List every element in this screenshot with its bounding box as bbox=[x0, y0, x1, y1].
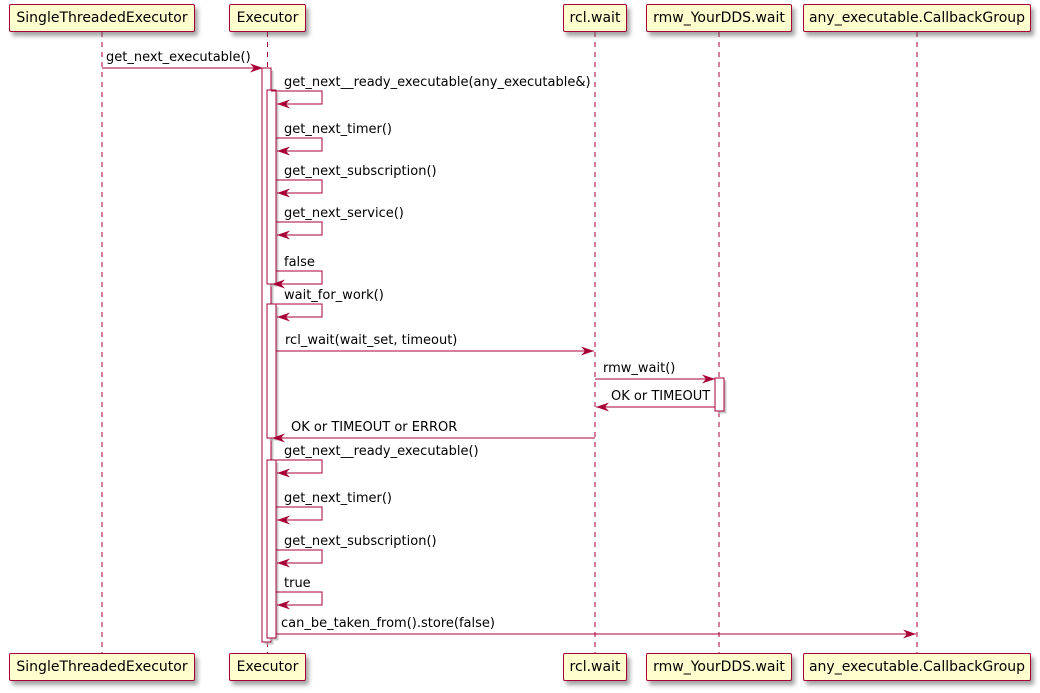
arrowhead-10 bbox=[272, 433, 285, 443]
message-label-11: get_next__ready_executable() bbox=[284, 444, 479, 459]
message-label-3: get_next_subscription() bbox=[284, 164, 437, 179]
self-message-line-1 bbox=[271, 90, 323, 105]
message-label-5: false bbox=[284, 255, 315, 270]
self-message-line-5 bbox=[272, 270, 323, 285]
arrowhead-0 bbox=[250, 63, 263, 73]
arrowhead-5 bbox=[272, 279, 285, 289]
activation-bar-executor-1 bbox=[266, 89, 277, 285]
participant-label: rmw_YourDDS.wait bbox=[653, 659, 785, 675]
activation-bar-executor-3 bbox=[266, 459, 277, 639]
message-label-2: get_next_timer() bbox=[284, 122, 393, 137]
arrowhead-13 bbox=[277, 558, 290, 568]
participant-label: rcl.wait bbox=[569, 10, 621, 26]
participant-label: Executor bbox=[236, 10, 299, 26]
participant-label: SingleThreadedExecutor bbox=[16, 659, 188, 675]
participant-executor-top: Executor bbox=[229, 4, 306, 32]
message-label-0: get_next_executable() bbox=[106, 50, 251, 65]
participant-any-executable-callbackgroup-top: any_executable.CallbackGroup bbox=[803, 4, 1031, 32]
message-label-15: can_be_taken_from().store(false) bbox=[281, 616, 495, 631]
message-label-10: OK or TIMEOUT or ERROR bbox=[291, 420, 458, 435]
participant-label: rmw_YourDDS.wait bbox=[653, 10, 785, 26]
participant-single-threaded-executor-bottom: SingleThreadedExecutor bbox=[9, 653, 195, 681]
self-message-line-2 bbox=[276, 137, 323, 152]
arrowhead-2 bbox=[277, 146, 290, 156]
message-label-1: get_next__ready_executable(any_executabl… bbox=[284, 75, 591, 90]
message-label-9: OK or TIMEOUT bbox=[611, 389, 711, 404]
message-label-6: wait_for_work() bbox=[284, 288, 384, 303]
arrowhead-12 bbox=[277, 515, 290, 525]
participant-label: any_executable.CallbackGroup bbox=[808, 10, 1026, 26]
message-label-14: true bbox=[284, 576, 311, 591]
arrowhead-3 bbox=[277, 188, 290, 198]
activation-bar-rmw-yourdds-wait-4 bbox=[714, 377, 725, 412]
participant-rmw-yourdds-wait-bottom: rmw_YourDDS.wait bbox=[646, 653, 792, 681]
self-message-line-4 bbox=[276, 221, 323, 236]
self-message-line-12 bbox=[276, 506, 323, 521]
self-message-line-6 bbox=[271, 303, 323, 318]
activation-bar-executor-2 bbox=[266, 303, 277, 439]
self-message-line-3 bbox=[276, 179, 323, 194]
participant-rcl-wait-bottom: rcl.wait bbox=[563, 653, 627, 681]
participant-label: rcl.wait bbox=[569, 659, 621, 675]
arrowhead-4 bbox=[277, 230, 290, 240]
message-label-8: rmw_wait() bbox=[603, 361, 676, 376]
participant-label: Executor bbox=[236, 659, 299, 675]
participant-label: SingleThreadedExecutor bbox=[16, 10, 188, 26]
arrowhead-6 bbox=[277, 312, 290, 322]
arrowhead-7 bbox=[581, 346, 594, 356]
arrowhead-11 bbox=[277, 468, 290, 478]
participant-executor-bottom: Executor bbox=[229, 653, 306, 681]
arrowhead-8 bbox=[702, 374, 715, 384]
arrowhead-14 bbox=[277, 600, 290, 610]
arrowhead-15 bbox=[903, 629, 916, 639]
message-label-7: rcl_wait(wait_set, timeout) bbox=[285, 333, 458, 348]
self-message-line-14 bbox=[276, 591, 323, 606]
participant-label: any_executable.CallbackGroup bbox=[808, 659, 1026, 675]
participant-rmw-yourdds-wait-top: rmw_YourDDS.wait bbox=[646, 4, 792, 32]
arrowhead-1 bbox=[277, 99, 290, 109]
participant-rcl-wait-top: rcl.wait bbox=[563, 4, 627, 32]
message-label-4: get_next_service() bbox=[284, 206, 404, 221]
participant-single-threaded-executor-top: SingleThreadedExecutor bbox=[9, 4, 195, 32]
message-label-12: get_next_timer() bbox=[284, 491, 393, 506]
message-label-13: get_next_subscription() bbox=[284, 534, 437, 549]
self-message-line-11 bbox=[271, 459, 323, 474]
arrowhead-9 bbox=[596, 402, 609, 412]
participant-any-executable-callbackgroup-bottom: any_executable.CallbackGroup bbox=[803, 653, 1031, 681]
self-message-line-13 bbox=[276, 549, 323, 564]
